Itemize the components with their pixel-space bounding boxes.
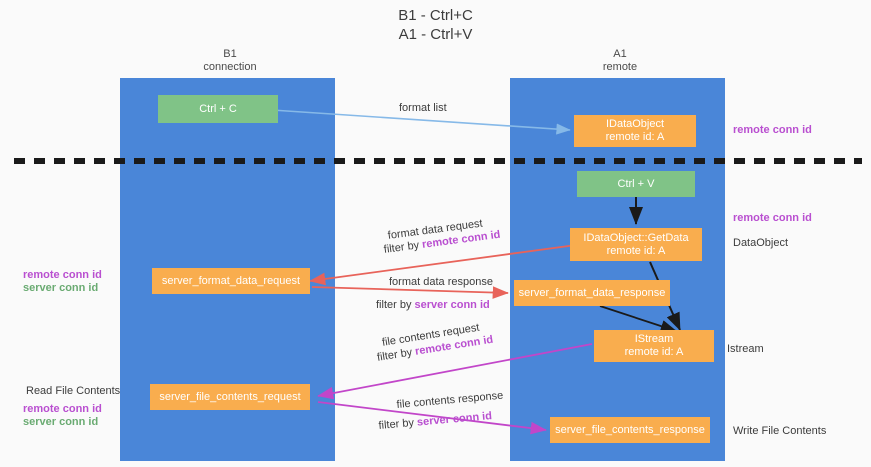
box-server-format-data-request-label: server_format_data_request xyxy=(161,274,301,287)
box-idataobject-sub: remote id: A xyxy=(605,131,665,143)
flow-label-format-data-response: format data response xyxy=(389,276,493,288)
box-ctrl-c[interactable]: Ctrl + C xyxy=(158,95,278,123)
lane-b1-sub: connection xyxy=(203,61,257,73)
side-label-read-file-contents: Read File Contents xyxy=(26,385,121,397)
box-server-file-contents-response-label: server_file_contents_response xyxy=(555,423,705,436)
box-ctrl-v-label: Ctrl + V xyxy=(617,177,655,190)
page-title: B1 - Ctrl+C A1 - Ctrl+V xyxy=(0,6,871,44)
side-label-remote-conn-id-top: remote conn id xyxy=(733,124,812,136)
side-label-left-server-conn-id-1: server conn id xyxy=(23,282,99,294)
box-istream-sub: remote id: A xyxy=(624,346,684,358)
filter-by-text-1: filter by xyxy=(383,239,420,256)
side-label-left-remote-conn-id-1: remote conn id xyxy=(23,269,102,281)
box-server-format-data-request[interactable]: server_format_data_request xyxy=(152,268,310,294)
server-conn-id-text-1: server conn id xyxy=(414,299,490,311)
side-label-dataobject: DataObject xyxy=(733,237,789,249)
box-server-file-contents-request-label: server_file_contents_request xyxy=(159,390,301,403)
flow-label-format-data-response-filter: filter by server conn id xyxy=(376,298,490,312)
box-ctrl-c-label: Ctrl + C xyxy=(199,102,237,115)
filter-by-text-2: filter by xyxy=(376,299,412,311)
box-getdata-title: IDataObject::GetData xyxy=(583,231,689,244)
filter-by-text-4: filter by xyxy=(378,416,415,432)
side-label-write-file-contents: Write File Contents xyxy=(733,425,827,437)
flow-file-contents-response-text: file contents response xyxy=(396,389,504,411)
flow-label-file-contents-response-filter: filter by server conn id xyxy=(378,409,493,433)
side-label-istream: Istream xyxy=(727,343,764,355)
box-istream-title: IStream xyxy=(634,333,674,345)
flow-label-format-list: format list xyxy=(399,102,447,114)
lane-header-b1: B1 connection xyxy=(145,48,315,74)
box-idataobject[interactable]: IDataObject remote id: A xyxy=(574,115,696,147)
box-getdata-sub: remote id: A xyxy=(606,244,666,257)
lane-a1-name: A1 xyxy=(613,48,627,60)
title-line-1: B1 - Ctrl+C xyxy=(398,7,473,24)
lane-b1-name: B1 xyxy=(223,48,237,60)
box-idataobject-title: IDataObject xyxy=(605,118,665,130)
box-istream[interactable]: IStream remote id: A xyxy=(594,330,714,362)
box-idataobject-getdata[interactable]: IDataObject::GetData remote id: A xyxy=(570,228,702,261)
box-ctrl-v[interactable]: Ctrl + V xyxy=(577,171,695,197)
side-label-remote-conn-id-mid: remote conn id xyxy=(733,212,812,224)
server-conn-id-text-2: server conn id xyxy=(416,410,493,429)
box-server-file-contents-response[interactable]: server_file_contents_response xyxy=(550,417,710,443)
lane-header-a1: A1 remote xyxy=(535,48,705,74)
box-server-format-data-response[interactable]: server_format_data_response xyxy=(514,280,670,306)
side-label-left-remote-conn-id-2: remote conn id xyxy=(23,403,102,415)
filter-by-text-3: filter by xyxy=(376,346,414,364)
box-server-format-data-response-label: server_format_data_response xyxy=(518,286,666,299)
side-label-left-server-conn-id-2: server conn id xyxy=(23,416,99,428)
title-line-2: A1 - Ctrl+V xyxy=(398,26,473,43)
lane-a1-sub: remote xyxy=(602,61,638,73)
box-server-file-contents-request[interactable]: server_file_contents_request xyxy=(150,384,310,410)
